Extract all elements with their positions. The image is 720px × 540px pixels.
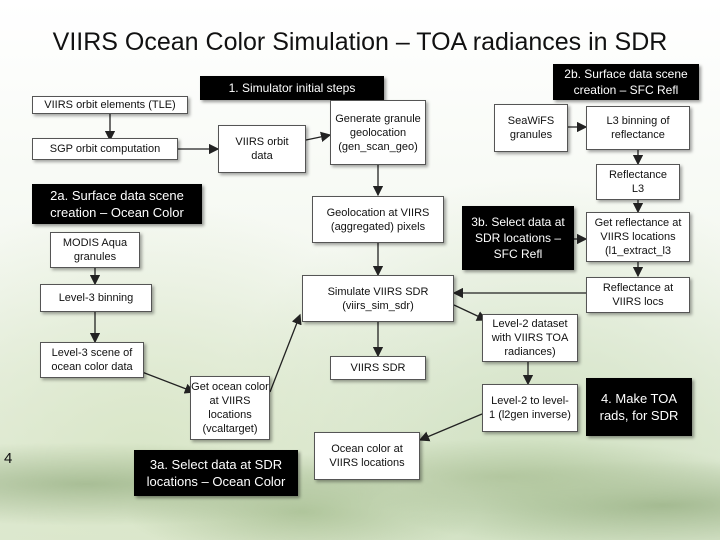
arrow-l3scene-getocean (141, 371, 196, 394)
box-get-reflectance-viirs: Get reflectance at VIIRS locations (l1_e… (586, 212, 690, 262)
box-l3-binning-reflectance: L3 binning of reflectance (586, 106, 690, 150)
page-number: 4 (4, 450, 13, 467)
arrow-simsdr-l2dataset (453, 304, 488, 321)
box-get-ocean-color: Get ocean color at VIIRS locations (vcal… (190, 376, 270, 440)
box-generate-granule-geolocation: Generate granule geolocation (gen_scan_g… (330, 100, 426, 165)
box-seawifs-granules: SeaWiFS granules (494, 104, 568, 152)
box-modis-aqua-granules: MODIS Aqua granules (50, 232, 140, 268)
arrow-orbitdata-gengeo (305, 131, 332, 142)
box-surface-sfc-refl: 2b. Surface data scene creation – SFC Re… (553, 64, 699, 100)
box-reflectance-l3: Reflectance L3 (596, 164, 680, 200)
box-make-toa-rads: 4. Make TOA rads, for SDR (586, 378, 692, 436)
box-sgp-orbit-computation: SGP orbit computation (32, 138, 178, 160)
arrow-getocean-simsdr (269, 313, 302, 393)
box-simulator-initial-steps: 1. Simulator initial steps (200, 76, 384, 100)
box-viirs-orbit-tle: VIIRS orbit elements (TLE) (32, 96, 188, 114)
box-level2-to-level1: Level-2 to level-1 (l2gen inverse) (482, 384, 578, 432)
arrow-l2tol1-oceanviirs (418, 413, 483, 442)
box-simulate-viirs-sdr: Simulate VIIRS SDR (viirs_sim_sdr) (302, 275, 454, 322)
box-viirs-orbit-data: VIIRS orbit data (218, 125, 306, 173)
box-level3-scene: Level-3 scene of ocean color data (40, 342, 144, 378)
page-title: VIIRS Ocean Color Simulation – TOA radia… (52, 28, 668, 56)
box-geolocation-viirs-pixels: Geolocation at VIIRS (aggregated) pixels (312, 196, 444, 243)
box-level2-dataset: Level-2 dataset with VIIRS TOA radiances… (482, 314, 578, 362)
box-ocean-color-viirs: Ocean color at VIIRS locations (314, 432, 420, 480)
box-viirs-sdr: VIIRS SDR (330, 356, 426, 380)
box-surface-ocean-color: 2a. Surface data scene creation – Ocean … (32, 184, 202, 224)
box-select-sdr-locations-sfc: 3b. Select data at SDR locations – SFC R… (462, 206, 574, 270)
box-level3-binning: Level-3 binning (40, 284, 152, 312)
box-select-ocean-color: 3a. Select data at SDR locations – Ocean… (134, 450, 298, 496)
box-reflectance-viirs-locs: Reflectance at VIIRS locs (586, 277, 690, 313)
